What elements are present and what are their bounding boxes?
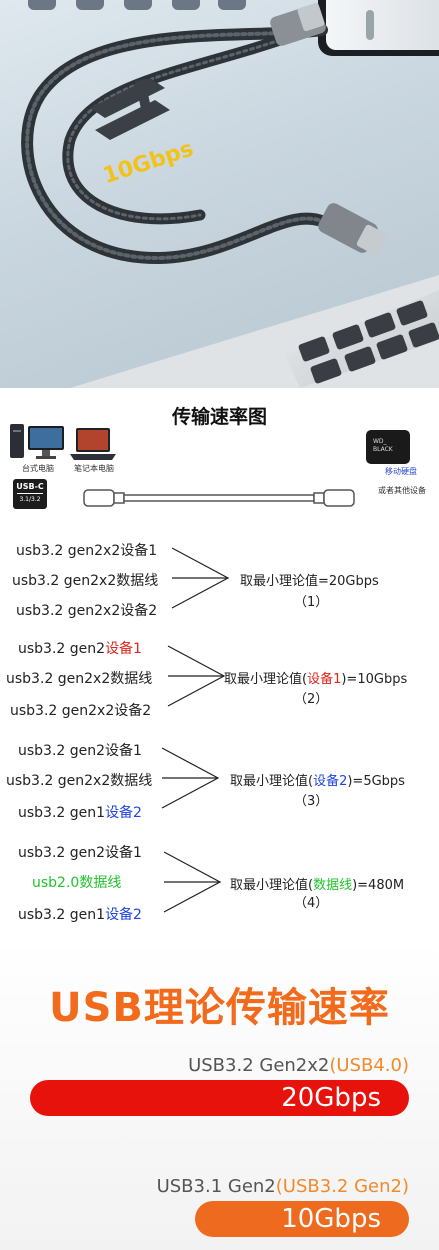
spec-gen2-alias: (USB3.2 Gen2) — [275, 1176, 409, 1197]
group2-result-suffix: )=10Gbps — [341, 672, 408, 687]
group4-row1: usb3.2 gen2设备1 — [18, 845, 142, 861]
group3-result-suffix: )=5Gbps — [347, 774, 405, 789]
spec-label-gen2: USB3.1 Gen2(USB3.2 Gen2) — [157, 1176, 409, 1197]
group3-row1: usb3.2 gen2设备1 — [18, 743, 142, 759]
bottom-connector — [318, 203, 388, 256]
spec-gen2x2-name: USB3.2 Gen2x2 — [188, 1055, 330, 1076]
group4-row3-text: usb3.2 gen1 — [18, 907, 106, 923]
braided-cable — [21, 24, 336, 265]
group3-result: 取最小理论值(设备2)=5Gbps — [230, 770, 405, 789]
group2-row2: usb3.2 gen2x2数据线 — [6, 671, 153, 687]
group2-row1: usb3.2 gen2设备1 — [18, 638, 142, 658]
desktop-pc-icon — [10, 424, 64, 459]
spec-label-gen2x2: USB3.2 Gen2x2(USB4.0) — [188, 1055, 409, 1076]
group2-row3: usb3.2 gen2x2设备2 — [10, 703, 152, 719]
hero-illustration: 10Gbps — [21, 0, 439, 388]
laptop-label: 笔记本电脑 — [74, 464, 114, 473]
group4-index: （4） — [294, 896, 329, 911]
external-drive-icon: WD_ BLACK — [366, 430, 410, 464]
speed-title: USB理论传输速率 — [49, 985, 390, 1031]
speed-arrows-icon — [90, 78, 170, 140]
group2-row1-text: usb3.2 gen2 — [18, 641, 106, 657]
laptop-keyboard — [70, 275, 439, 388]
drive-brand-line1: WD_ — [373, 438, 387, 445]
group1-row2: usb3.2 gen2x2数据线 — [12, 573, 159, 589]
group3-result-prefix: 取最小理论值( — [230, 774, 314, 789]
group4-row3: usb3.2 gen1设备2 — [18, 904, 142, 924]
speed-badge: 10Gbps — [100, 137, 196, 190]
usbc-badge: USB-C 3.1/3.2 — [13, 479, 47, 509]
phone — [318, 0, 439, 56]
group3-row2: usb3.2 gen2x2数据线 — [6, 773, 153, 789]
group4-result-highlight: 数据线 — [313, 878, 353, 893]
app-icons — [28, 0, 246, 10]
group2-result-highlight: 设备1 — [307, 672, 342, 687]
group3-row3-highlight: 设备2 — [105, 805, 142, 821]
drive-label: 移动硬盘 — [385, 467, 417, 476]
group2-row1-highlight: 设备1 — [105, 641, 142, 657]
group3-result-highlight: 设备2 — [313, 774, 348, 789]
group3-row3: usb3.2 gen1设备2 — [18, 802, 142, 822]
group2-result: 取最小理论值(设备1)=10Gbps — [224, 668, 407, 687]
comparison-connectors — [161, 547, 230, 913]
speed-bar-gen2: 10Gbps — [195, 1201, 409, 1237]
top-connector — [270, 2, 326, 46]
other-device-label: 或者其他设备 — [378, 486, 426, 495]
usbc-badge-version: 3.1/3.2 — [19, 496, 41, 503]
group1-row1: usb3.2 gen2x2设备1 — [16, 543, 158, 559]
group1-row3: usb3.2 gen2x2设备2 — [16, 603, 158, 619]
drive-brand-line2: BLACK — [373, 446, 393, 453]
group4-result-prefix: 取最小理论值( — [230, 878, 314, 893]
group4-row3-highlight: 设备2 — [105, 907, 142, 923]
group4-row2: usb2.0数据线 — [32, 875, 122, 891]
usbc-cable-icon — [83, 489, 355, 507]
speed-bar-gen2x2: 20Gbps — [30, 1080, 409, 1116]
hero-photo: 10Gbps — [0, 0, 439, 388]
usbc-badge-title: USB-C — [16, 482, 44, 491]
desktop-label: 台式电脑 — [22, 464, 54, 473]
speed-section: USB理论传输速率 USB3.2 Gen2x2(USB4.0) 20Gbps U… — [0, 940, 439, 1250]
group2-result-prefix: 取最小理论值( — [224, 672, 308, 687]
group4-result: 取最小理论值(数据线)=480M — [230, 874, 404, 893]
group1-result: 取最小理论值=20Gbps — [240, 574, 379, 589]
spec-gen2x2-alias: (USB4.0) — [329, 1055, 409, 1076]
group1-index: （1） — [294, 595, 329, 610]
group3-row3-text: usb3.2 gen1 — [18, 805, 106, 821]
group4-result-suffix: )=480M — [352, 878, 405, 893]
group3-index: （3） — [294, 794, 329, 809]
diagram-title: 传输速率图 — [171, 406, 267, 428]
laptop-icon — [70, 428, 116, 460]
group2-index: （2） — [294, 692, 329, 707]
spec-gen2-name: USB3.1 Gen2 — [156, 1176, 276, 1197]
